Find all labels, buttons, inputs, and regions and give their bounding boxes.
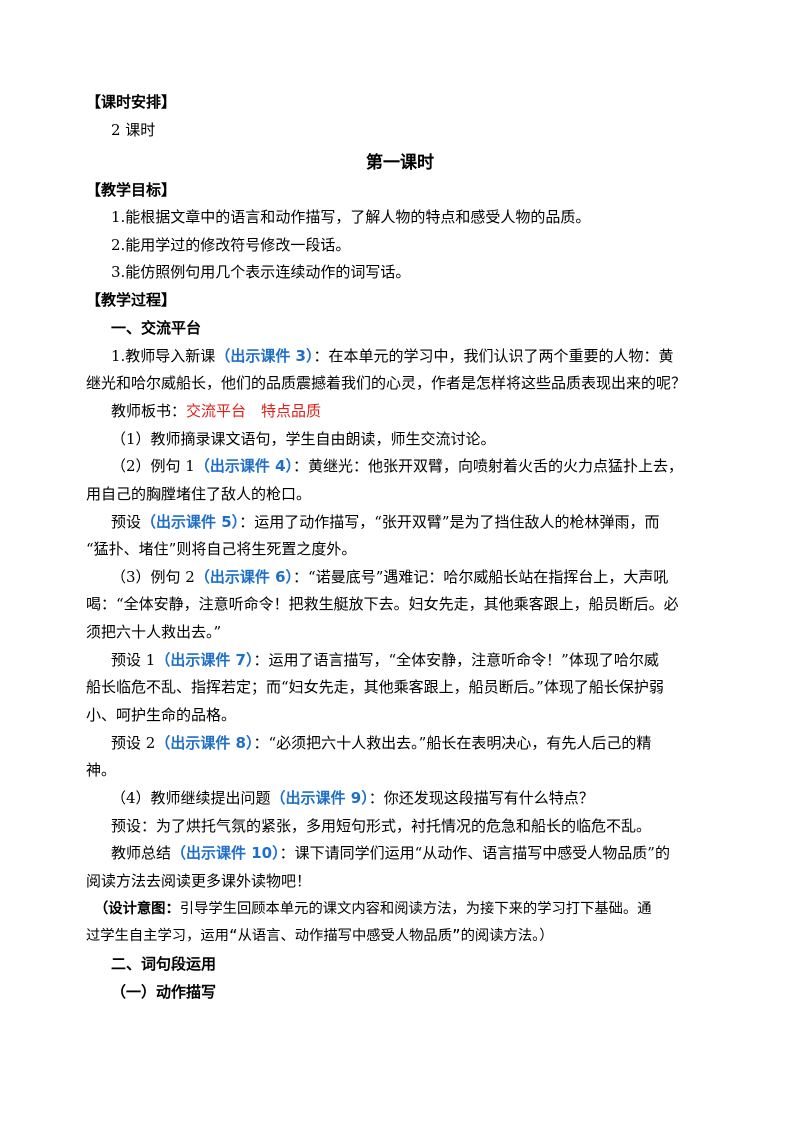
courseware-ref-6: （出示课件 6） <box>194 568 294 586</box>
item1: （1）教师摘录课文语句，学生自由朗读，师生交流讨论。 <box>111 430 496 448</box>
item3-text-a: （3）例句 2 <box>111 568 195 586</box>
preset3: 预设：为了烘托气氛的紧张，多用短句形式，衬托情况的危急和船长的临危不乱。 <box>111 817 652 835</box>
para1-text-c: ：在本单元的学习中，我们认识了两个重要的人物：黄 <box>313 347 674 365</box>
board-value: 交流平台 特点品质 <box>186 402 322 420</box>
summary-text-c: ：课下请同学们运用“从动作、语言描写中感受人物品质”的 <box>279 844 670 862</box>
courseware-ref-3: （出示课件 3） <box>215 347 314 365</box>
preset0-text-a: 预设 <box>111 513 142 531</box>
summary-text-a: 教师总结 <box>111 844 172 862</box>
preset0-line2: “猛扑、堵住”则将自己将生死置之度外。 <box>86 540 357 558</box>
item3-text-c: ：“诺曼底号”遇难记：哈尔威船长站在指挥台上，大声吼 <box>293 568 669 586</box>
preset1-line3: 小、呵护生命的品格。 <box>86 706 237 724</box>
courseware-ref-4: （出示课件 4） <box>194 457 294 475</box>
item2-line1: （2）例句 1（出示课件 4）：黄继光：他张开双臂，向喷射着火舌的火力点猛扑上去… <box>111 456 683 478</box>
part1-heading: 一、交流平台 <box>111 319 202 337</box>
preset2-text-c: ：“必须把六十人救出去。”船长在表明决心，有先人后己的精 <box>253 734 652 752</box>
process-heading: 【教学过程】 <box>86 291 177 309</box>
item3-line2: 喝：“全体安静，注意听命令！把救生艇放下去。妇女先走，其他乘客跟上，船员断后。必 <box>86 595 679 613</box>
summary-line1: 教师总结（出示课件 10）：课下请同学们运用“从动作、语言描写中感受人物品质”的 <box>111 843 670 865</box>
part2-heading: 二、词句段运用 <box>111 955 217 973</box>
item3-line1: （3）例句 2（出示课件 6）：“诺曼底号”遇难记：哈尔威船长站在指挥台上，大声… <box>111 567 668 589</box>
item4-text-a: （4）教师继续提出问题 <box>111 789 271 807</box>
para1-line1: 1.教师导入新课（出示课件 3）：在本单元的学习中，我们认识了两个重要的人物：黄 <box>111 346 674 368</box>
preset1-text-a: 预设 1 <box>111 651 156 669</box>
board-line: 教师板书：交流平台 特点品质 <box>111 401 321 423</box>
goal-item-3: 3.能仿照例句用几个表示连续动作的词写话。 <box>111 263 411 281</box>
para1-line2: 继光和哈尔威船长，他们的品质震撼着我们的心灵，作者是怎样将这些品质表现出来的呢？ <box>86 374 687 392</box>
summary-line2: 阅读方法去阅读更多课外读物吧！ <box>86 872 312 890</box>
item3-line3: 须把六十人救出去。” <box>86 623 222 641</box>
board-label: 教师板书： <box>111 402 187 420</box>
preset2-line2: 神。 <box>86 761 117 779</box>
item2-text-a: （2）例句 1 <box>111 457 195 475</box>
preset2-text-a: 预设 2 <box>111 734 156 752</box>
courseware-ref-7: （出示课件 7） <box>155 651 254 669</box>
part2-subheading: （一）动作描写 <box>111 983 217 1001</box>
preset0-text-c: ：运用了动作描写，“张开双臂”是为了挡住敌人的枪林弹雨，而 <box>239 513 660 531</box>
courseware-ref-8: （出示课件 8） <box>155 734 254 752</box>
courseware-ref-5: （出示课件 5） <box>141 513 240 531</box>
preset1-line2: 船长临危不乱、指挥若定；而“妇女先走，其他乘客跟上，船员断后。”体现了船长保护弱 <box>86 678 664 696</box>
schedule-value: 2 课时 <box>111 121 156 139</box>
design-note-line2: 过学生自主学习，运用“从语言、动作描写中感受人物品质”的阅读方法。） <box>86 928 554 944</box>
preset1-line1: 预设 1（出示课件 7）：运用了语言描写，“全体安静，注意听命令！”体现了哈尔威 <box>111 650 659 672</box>
schedule-heading: 【课时安排】 <box>86 93 177 111</box>
goal-item-2: 2.能用学过的修改符号修改一段话。 <box>111 236 351 254</box>
item2-line2: 用自己的胸膛堵住了敌人的枪口。 <box>86 485 312 503</box>
design-note-line1: （设计意图：引导学生回顾本单元的课文内容和阅读方法，为接下来的学习打下基础。通 <box>94 899 652 921</box>
courseware-ref-9: （出示课件 9） <box>270 789 369 807</box>
para1-text-a: 1.教师导入新课 <box>111 347 216 365</box>
design-note-label: （设计意图： <box>94 901 180 917</box>
lesson-title: 第一课时 <box>366 153 434 173</box>
design-note-text1: 引导学生回顾本单元的课文内容和阅读方法，为接下来的学习打下基础。通 <box>179 901 652 917</box>
item4-text-c: ：你还发现这段描写有什么特点？ <box>368 789 594 807</box>
preset0-line1: 预设（出示课件 5）：运用了动作描写，“张开双臂”是为了挡住敌人的枪林弹雨，而 <box>111 512 660 534</box>
item4-line1: （4）教师继续提出问题（出示课件 9）：你还发现这段描写有什么特点？ <box>111 788 594 810</box>
courseware-ref-10: （出示课件 10） <box>171 844 280 862</box>
preset1-text-c: ：运用了语言描写，“全体安静，注意听命令！”体现了哈尔威 <box>253 651 659 669</box>
preset2-line1: 预设 2（出示课件 8）：“必须把六十人救出去。”船长在表明决心，有先人后己的精 <box>111 733 651 755</box>
goal-item-1: 1.能根据文章中的语言和动作描写，了解人物的特点和感受人物的品质。 <box>111 208 591 226</box>
item2-text-c: ：黄继光：他张开双臂，向喷射着火舌的火力点猛扑上去， <box>293 457 684 475</box>
goals-heading: 【教学目标】 <box>86 181 177 199</box>
